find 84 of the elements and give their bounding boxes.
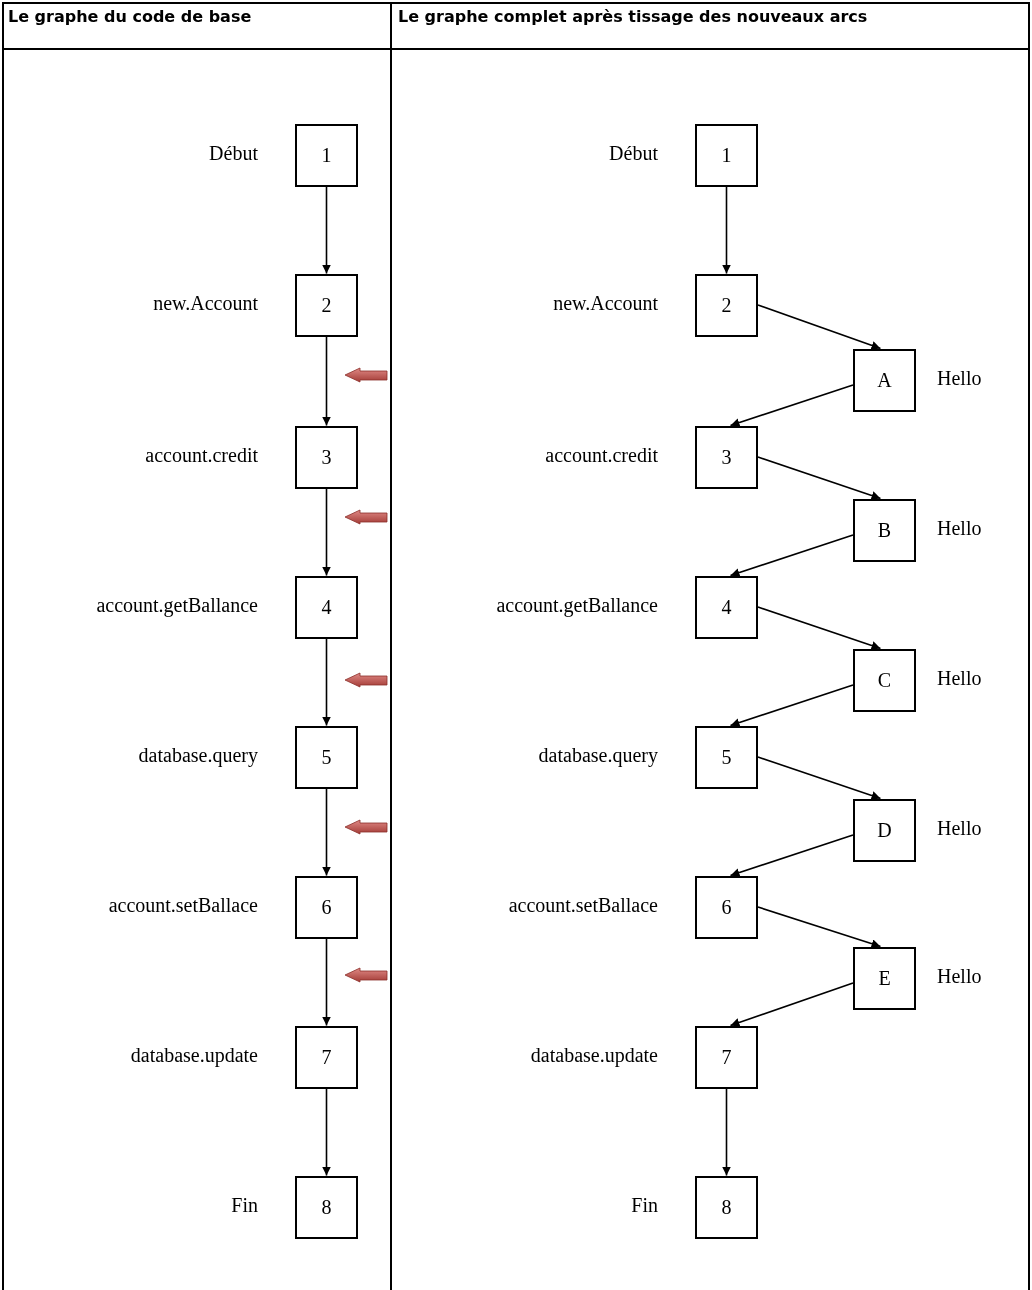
node-box bbox=[295, 425, 358, 489]
node-label: account.credit bbox=[545, 443, 658, 467]
arrow bbox=[729, 834, 854, 877]
node-label: Hello bbox=[937, 816, 982, 840]
node-number: C bbox=[877, 668, 892, 693]
arrow bbox=[322, 937, 331, 1027]
node-box bbox=[295, 725, 358, 789]
node-box bbox=[695, 425, 758, 489]
node-number: 4 bbox=[721, 595, 732, 620]
column-header: Le graphe du code de base bbox=[8, 7, 253, 26]
node-box bbox=[295, 1175, 358, 1239]
node-label: account.setBallace bbox=[108, 893, 258, 917]
arrow bbox=[722, 1087, 731, 1177]
node-box bbox=[853, 798, 916, 862]
node-box bbox=[295, 1025, 358, 1089]
node-number: 7 bbox=[721, 1045, 732, 1070]
node-number: B bbox=[877, 518, 892, 543]
node-number: 3 bbox=[321, 445, 332, 470]
node-label: database.update bbox=[530, 1043, 658, 1067]
arrow bbox=[322, 185, 331, 275]
node-label: new.Account bbox=[553, 291, 658, 315]
node-number: 1 bbox=[321, 143, 332, 168]
node-label: Hello bbox=[937, 516, 982, 540]
node-box bbox=[695, 725, 758, 789]
arrow bbox=[722, 185, 731, 275]
node-box bbox=[295, 575, 358, 639]
node-number: 3 bbox=[721, 445, 732, 470]
node-box bbox=[853, 648, 916, 712]
node-label: Hello bbox=[937, 366, 982, 390]
node-label: database.query bbox=[538, 743, 658, 767]
node-box bbox=[853, 348, 916, 412]
arrow bbox=[322, 1087, 331, 1177]
node-number: 4 bbox=[321, 595, 332, 620]
node-number: 8 bbox=[721, 1195, 732, 1220]
node-label: database.update bbox=[130, 1043, 258, 1067]
node-label: Début bbox=[609, 141, 658, 165]
arrow bbox=[729, 684, 854, 727]
node-number: 8 bbox=[321, 1195, 332, 1220]
arrow bbox=[322, 787, 331, 877]
node-number: 2 bbox=[721, 293, 732, 318]
node-number: 6 bbox=[721, 895, 732, 920]
node-box bbox=[295, 875, 358, 939]
node-box bbox=[695, 1175, 758, 1239]
node-label: Hello bbox=[937, 964, 982, 988]
node-label: new.Account bbox=[153, 291, 258, 315]
arrow bbox=[757, 456, 882, 500]
node-box bbox=[295, 123, 358, 187]
column-header: Le graphe complet après tissage des nouveaux arcs bbox=[398, 7, 869, 26]
node-box bbox=[295, 273, 358, 337]
node-label: Début bbox=[209, 141, 258, 165]
node-number: 5 bbox=[721, 745, 732, 770]
arrow bbox=[729, 982, 854, 1027]
arrow bbox=[322, 637, 331, 727]
node-box bbox=[695, 273, 758, 337]
node-number: D bbox=[877, 818, 892, 843]
node-label: account.getBallance bbox=[96, 593, 258, 617]
node-label: account.getBallance bbox=[496, 593, 658, 617]
node-label: Fin bbox=[631, 1193, 658, 1217]
node-label: Fin bbox=[231, 1193, 258, 1217]
node-label: account.credit bbox=[145, 443, 258, 467]
arrow bbox=[757, 756, 882, 800]
node-box bbox=[853, 946, 916, 1010]
node-number: 2 bbox=[321, 293, 332, 318]
node-label: account.setBallace bbox=[508, 893, 658, 917]
node-number: 5 bbox=[321, 745, 332, 770]
arrow bbox=[757, 906, 882, 948]
arrow bbox=[729, 534, 854, 577]
arrow bbox=[729, 384, 854, 427]
node-number: 6 bbox=[321, 895, 332, 920]
node-box bbox=[853, 498, 916, 562]
node-box bbox=[695, 123, 758, 187]
arrow bbox=[322, 487, 331, 577]
arrow bbox=[322, 335, 331, 427]
arrow bbox=[757, 606, 882, 650]
node-box bbox=[695, 575, 758, 639]
node-number: 1 bbox=[721, 143, 732, 168]
node-box bbox=[695, 1025, 758, 1089]
node-label: Hello bbox=[937, 666, 982, 690]
node-number: E bbox=[878, 966, 891, 991]
node-label: database.query bbox=[138, 743, 258, 767]
node-box bbox=[695, 875, 758, 939]
node-number: 7 bbox=[321, 1045, 332, 1070]
arrow bbox=[757, 304, 882, 350]
node-number: A bbox=[877, 368, 892, 393]
